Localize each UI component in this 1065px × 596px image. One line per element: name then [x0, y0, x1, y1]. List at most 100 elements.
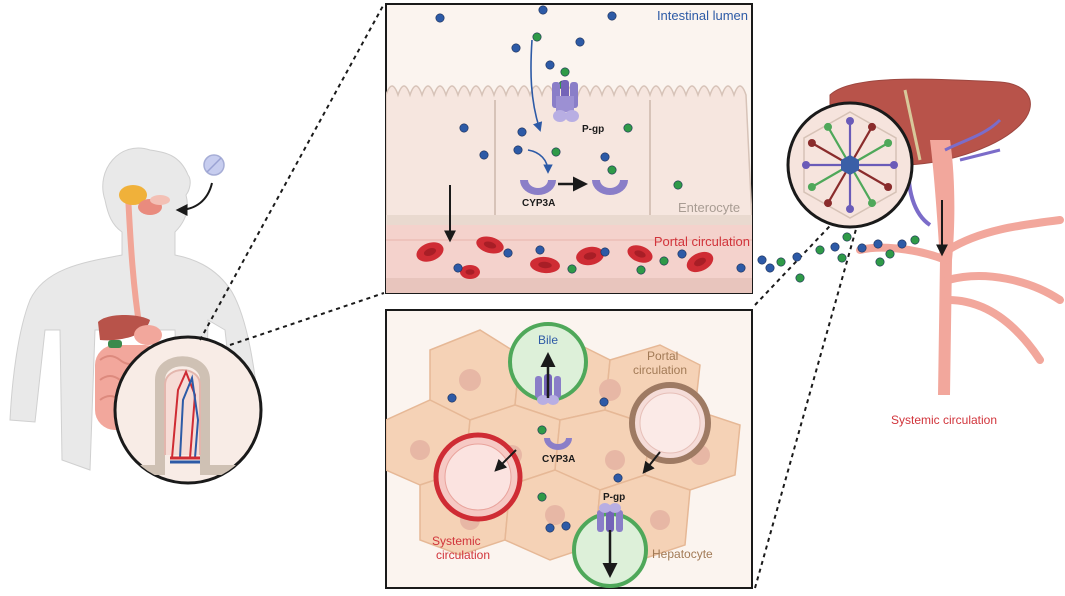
- drug-molecule: [830, 242, 840, 252]
- drug-molecule: [561, 521, 571, 531]
- metabolite-molecule: [837, 253, 847, 263]
- drug-molecule: [535, 245, 545, 255]
- drug-molecule: [453, 263, 463, 273]
- zoom-line-liver-bottom: [754, 214, 861, 589]
- lobule-node: [846, 205, 854, 213]
- metabolite-molecule: [842, 232, 852, 242]
- villus-zoom-circle: [113, 335, 263, 485]
- hepatic-lobule-icon: [786, 101, 914, 229]
- zoom-line-top: [199, 3, 385, 341]
- metabolite-molecule: [815, 245, 825, 255]
- intestine-panel: [385, 3, 753, 294]
- drug-molecule: [873, 239, 883, 249]
- drug-molecule: [599, 397, 609, 407]
- label-systemic-circulation-right: Systemic circulation: [891, 413, 997, 427]
- from-portal-arrow: [642, 451, 661, 474]
- drug-molecule: [613, 473, 623, 483]
- pgp-transporter-liver-top: [535, 374, 561, 405]
- label-cyp3a-top: CYP3A: [522, 198, 555, 209]
- lobule-node: [890, 161, 898, 169]
- red-blood-cell-center: [694, 257, 706, 267]
- drug-molecule: [517, 127, 527, 137]
- metabolism-uptake-arrow: [527, 149, 553, 174]
- cyp3a-enzyme-icon: [520, 180, 628, 195]
- drug-molecule: [503, 248, 513, 258]
- metabolite-molecule: [532, 32, 542, 42]
- portal-vessel-circle: [629, 382, 711, 464]
- label-cyp3a-liver: CYP3A: [542, 454, 575, 465]
- drug-molecule: [757, 255, 767, 265]
- drug-molecule: [459, 123, 469, 133]
- drug-molecule: [435, 13, 445, 23]
- lobule-node: [868, 199, 876, 208]
- cyp3a-enzyme-liver: [544, 438, 572, 450]
- label-intestinal-lumen: Intestinal lumen: [657, 8, 748, 23]
- drug-molecule: [607, 11, 617, 21]
- drug-molecule: [479, 150, 489, 160]
- label-bile: Bile: [538, 333, 558, 347]
- lobule-node: [807, 139, 816, 147]
- drug-molecule: [897, 239, 907, 249]
- metabolite-molecule: [885, 249, 895, 259]
- drug-molecule: [792, 252, 802, 262]
- red-blood-cell-center: [583, 252, 597, 260]
- drug-molecule: [857, 243, 867, 253]
- drug-molecule: [447, 393, 457, 403]
- pgp-transporter-liver-bottom: [597, 503, 623, 532]
- label-hepatocyte: Hepatocyte: [652, 547, 713, 561]
- drug-molecule: [677, 249, 687, 259]
- ingestion-arrow: [175, 182, 213, 216]
- label-enterocyte: Enterocyte: [678, 200, 740, 215]
- metabolite-molecule: [560, 67, 570, 77]
- lobule-node: [807, 183, 816, 191]
- lobule-node: [824, 122, 832, 131]
- drug-molecule: [600, 247, 610, 257]
- metabolite-molecule: [567, 264, 577, 274]
- metabolite-molecule: [607, 165, 617, 175]
- red-blood-cell-center: [538, 261, 552, 269]
- drug-molecule: [511, 43, 521, 53]
- pgp-transporter-icon: [552, 80, 579, 122]
- lobule-node: [884, 183, 893, 191]
- red-blood-cell-center: [483, 241, 497, 249]
- lobule-node: [846, 117, 854, 125]
- lobule-node: [824, 199, 832, 208]
- metabolite-molecule: [659, 256, 669, 266]
- metabolite-molecule: [875, 257, 885, 267]
- lobule-node: [868, 122, 876, 131]
- to-systemic-arrow: [494, 449, 517, 472]
- drug-molecule: [765, 263, 775, 273]
- systemic-vessel-circle: [433, 432, 523, 522]
- drug-molecule: [575, 37, 585, 47]
- red-blood-cell-center: [634, 250, 646, 258]
- liver-icon: [829, 78, 1064, 395]
- label-portal-circulation-top: Portal circulation: [654, 234, 750, 249]
- metabolite-molecule: [551, 147, 561, 157]
- pill-icon: [203, 154, 225, 176]
- absorption-arrow: [530, 39, 543, 132]
- label-pgp-liver: P-gp: [603, 492, 625, 503]
- metabolite-molecule: [673, 180, 683, 190]
- metabolite-molecule: [910, 235, 920, 245]
- drug-molecule: [545, 523, 555, 533]
- metabolite-molecule: [623, 123, 633, 133]
- metabolite-molecule: [636, 265, 646, 275]
- lobule-node: [884, 139, 893, 147]
- drug-molecule: [513, 145, 523, 155]
- red-blood-cell-center: [465, 269, 475, 275]
- metabolite-molecule: [795, 273, 805, 283]
- drug-stream: [757, 232, 920, 283]
- zoom-line-bottom: [229, 292, 385, 346]
- metabolite-molecule: [776, 257, 786, 267]
- drug-molecule: [538, 5, 548, 15]
- drug-molecule: [736, 263, 746, 273]
- metabolite-molecule: [537, 425, 547, 435]
- drug-molecule: [600, 152, 610, 162]
- metabolite-molecule: [537, 492, 547, 502]
- drug-molecule: [545, 60, 555, 70]
- label-pgp-top: P-gp: [582, 124, 604, 135]
- lobule-node: [802, 161, 810, 169]
